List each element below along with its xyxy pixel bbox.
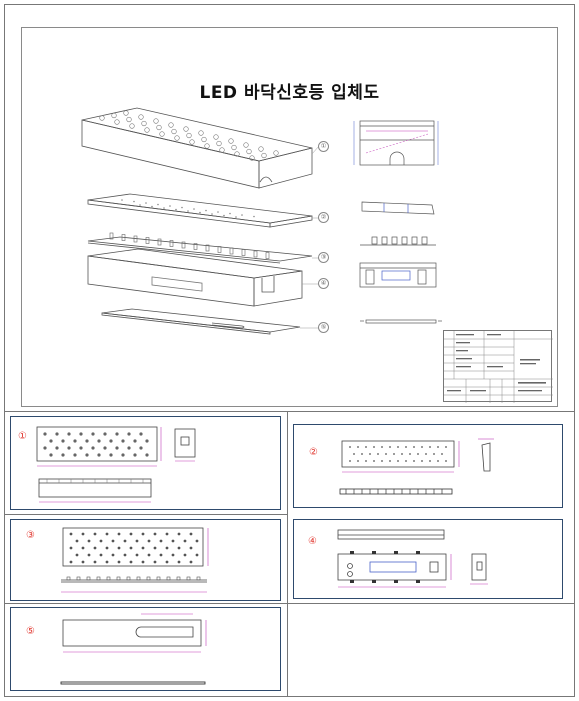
detail-panel-4: ④: [293, 519, 563, 599]
part-bottom-plate: [101, 308, 319, 335]
panel-number-2: ②: [309, 447, 318, 458]
panel-1-drawing: [36, 426, 196, 503]
led-board-plan: [62, 527, 209, 567]
panel-3-drawing: [61, 527, 209, 593]
row-divider-top: [4, 411, 575, 412]
bottom-plate-edge: [60, 681, 206, 685]
outer-frame: [4, 4, 575, 697]
row-divider-left-2: [4, 603, 287, 604]
callout-2: ②: [318, 212, 329, 223]
led-board-side: [61, 576, 207, 593]
panel-2-drawing: [339, 438, 494, 495]
page-title: LED 바닥신호등 입체도: [199, 83, 380, 103]
callout-1: ①: [318, 141, 329, 152]
top-cover-plan: [36, 426, 162, 467]
top-cover-front-view: [38, 478, 152, 503]
part-diffuser-plate: [87, 193, 319, 228]
side-view-cover: [353, 120, 439, 166]
housing-end-view: [470, 553, 488, 585]
diffuser-plan: [341, 440, 460, 473]
part-lower-housing: [87, 248, 319, 307]
exploded-view: [81, 107, 442, 335]
bottom-plate-plan: [62, 613, 207, 653]
callout-4: ④: [318, 278, 329, 289]
detail-panel-3: ③: [10, 519, 281, 601]
title-block: [443, 330, 553, 403]
column-divider: [287, 411, 288, 697]
side-view-bottom: [360, 319, 442, 324]
panel-number-3: ③: [26, 530, 35, 541]
side-view-housing: [359, 262, 437, 288]
housing-top-view: [337, 529, 445, 540]
panel-number-5: ⑤: [26, 626, 35, 637]
callout-3: ③: [318, 252, 329, 263]
diffuser-profile: [478, 438, 494, 472]
title-block-grid: [444, 331, 553, 403]
panel-number-1: ①: [18, 431, 27, 442]
part-top-cover: [81, 107, 320, 189]
part-led-board: [87, 232, 319, 264]
row-divider-right: [287, 603, 575, 604]
diffuser-edge-view: [339, 488, 453, 495]
callout-5: ⑤: [318, 322, 329, 333]
detail-panel-2: ②: [293, 424, 563, 508]
side-view-plate: [361, 201, 435, 215]
housing-plan-view: [337, 551, 452, 588]
detail-panel-5: ⑤: [10, 607, 281, 691]
detail-panel-1: ①: [10, 416, 281, 510]
side-view-board: [360, 236, 436, 246]
top-cover-end-view: [174, 428, 196, 462]
panel-number-4: ④: [308, 536, 317, 547]
row-divider-left-1: [4, 514, 287, 515]
panel-4-drawing: [337, 529, 488, 588]
panel-5-drawing: [60, 613, 207, 685]
